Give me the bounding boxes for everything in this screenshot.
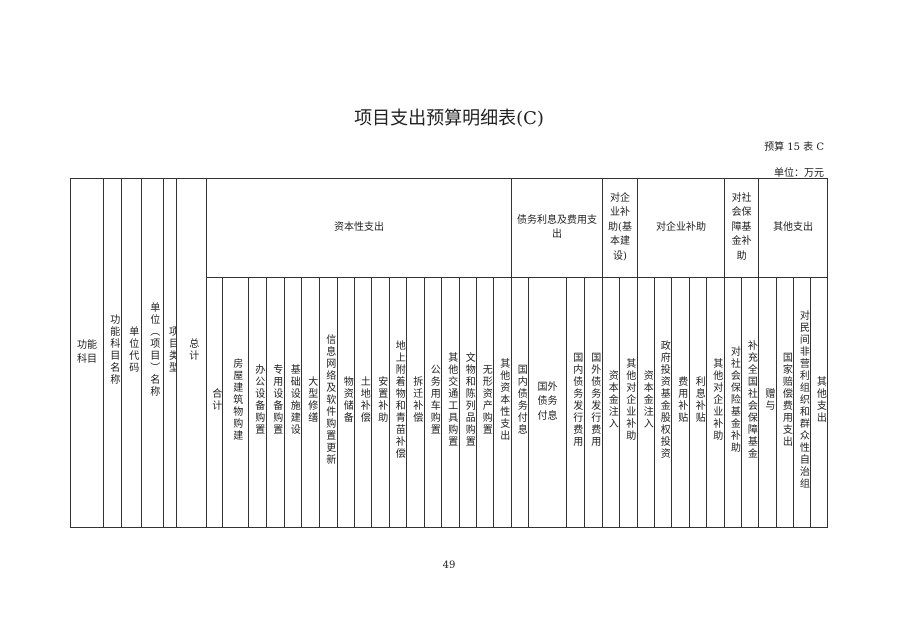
header-label: 对社会保险基金补助 [728,345,740,454]
header-label: 地上附着物和青苗补偿 [393,339,405,460]
header-label: 其他交通工具购置 [445,351,457,448]
header-label: 拆迁补偿 [410,375,422,424]
header-cell: 办公设备购置 [248,277,267,528]
header-cell: 资本金注入 [637,277,655,528]
header-cell: 其他对企业补助 [619,277,638,528]
header-cell: 功能科目 [70,178,104,528]
header-cell: 对社会保障基金补助 [724,178,760,278]
header-label: 其他支出 [814,375,826,424]
budget-table: 功能科目功能科目名称单位代码单位（项目）名称项目类型总计 资本性支出 债务利息及费用… [70,178,829,528]
header-label: 项目类型 [166,326,177,375]
header-label: 对企业补助(基本建设) [608,192,632,262]
header-cell: 拆迁补偿 [406,277,425,528]
header-label: 国内债务发行费用 [570,351,582,448]
header-label: 土地补偿 [358,375,370,424]
header-label: 对民间非营利组织和群众性自治组 [797,309,809,490]
header-label: 其他支出 [773,221,814,233]
header-cell: 国外债务付息 [528,277,567,528]
header-label: 国家赔偿费用支出 [780,351,792,448]
header-cell: 安置补助 [371,277,390,528]
header-label: 其他对企业补助 [710,357,722,442]
header-cell: 其他支出 [758,178,829,278]
header-label: 政府投资基金股权投资 [658,339,670,460]
header-label: 费用补贴 [675,375,687,424]
unit-label: 单位：万元 [774,168,824,179]
header-cell: 单位代码 [121,178,142,528]
header-label: 债务利息及费用支出 [517,214,597,241]
header-cell: 债务利息及费用支出 [511,178,603,278]
header-label: 对企业补助 [656,221,707,233]
header-label: 对社会保障基金补助 [731,192,752,262]
header-cell: 无形资产购置 [476,277,494,528]
header-cell: 总计 [176,178,207,528]
header-cell: 地上附着物和青苗补偿 [389,277,407,528]
table-code: 预算 15 表 C [764,142,824,153]
header-label: 利息补贴 [693,375,705,424]
header-cell: 公务用车购置 [424,277,442,528]
header-label: 公务用车购置 [428,363,440,436]
header-cell: 其他支出 [810,277,829,528]
header-cell: 信息网络及软件购置更新 [319,277,338,528]
header-cell: 单位（项目）名称 [141,178,164,528]
header-label: 文物和陈列品购置 [463,351,475,448]
header-label: 专用设备购置 [270,363,282,436]
header-label: 国内债务付息 [515,363,527,436]
header-cell: 资本金注入 [602,277,620,528]
header-cell: 物资储备 [337,277,355,528]
header-cell: 国家赔偿费用支出 [776,277,795,528]
header-label: 合计 [209,387,221,412]
header-label: 房屋建筑物购建 [230,357,242,442]
header-cell: 其他资本性支出 [493,277,512,528]
header-cell: 费用补贴 [671,277,690,528]
header-label: 安置补助 [375,375,387,424]
header-cell: 项目类型 [163,178,177,528]
header-label: 其他对企业补助 [623,357,635,442]
header-cell: 国内债务发行费用 [566,277,585,528]
header-cell: 功能科目名称 [103,178,122,528]
header-label: 基础设施建设 [288,363,300,436]
header-label: 其他资本性支出 [497,357,509,442]
header-cell: 文物和陈列品购置 [459,277,477,528]
header-label: 大型修缮 [305,375,317,424]
header-cell: 补充全国社会保障基金 [741,277,760,528]
header-cell: 资本性支出 [206,178,512,278]
header-label: 功能科目 [77,339,97,366]
page-title: 项目支出预算明细表(C) [354,108,544,129]
header-label: 总计 [186,338,198,363]
page-number: 49 [442,560,456,571]
header-label: 国外债务付息 [537,381,558,422]
header-cell: 对社会保险基金补助 [724,277,743,528]
header-cell: 房屋建筑物购建 [222,277,249,528]
header-cell: 基础设施建设 [284,277,302,528]
header-cell: 对企业补助 [636,178,726,278]
header-cell: 政府投资基金股权投资 [654,277,672,528]
header-label: 单位（项目）名称 [147,302,159,399]
header-label: 无形资产购置 [480,363,492,436]
header-label: 资本金注入 [606,369,618,430]
header-label: 办公设备购置 [252,363,264,436]
header-cell: 专用设备购置 [266,277,285,528]
header-cell: 对民间非营利组织和群众性自治组 [793,277,812,528]
header-label: 信息网络及软件购置更新 [323,333,335,466]
header-label: 资本性支出 [334,221,384,233]
header-label: 赠与 [762,387,774,412]
header-label: 功能科目名称 [107,314,119,387]
header-label: 国外债务发行费用 [588,351,600,448]
header-cell: 国外债务发行费用 [584,277,603,528]
header-cell: 土地补偿 [354,277,372,528]
header-label: 补充全国社会保障基金 [745,339,757,460]
header-cell: 合计 [206,277,223,528]
header-cell: 其他交通工具购置 [441,277,460,528]
header-label: 单位代码 [126,326,138,375]
header-cell: 国内债务付息 [511,277,529,528]
header-cell: 大型修缮 [301,277,320,528]
header-cell: 对企业补助(基本建设) [602,178,638,278]
header-label: 资本金注入 [641,369,653,430]
header-cell: 赠与 [758,277,778,528]
header-cell: 其他对企业补助 [705,277,726,528]
header-label: 物资储备 [341,375,353,424]
header-cell: 利息补贴 [689,277,707,528]
